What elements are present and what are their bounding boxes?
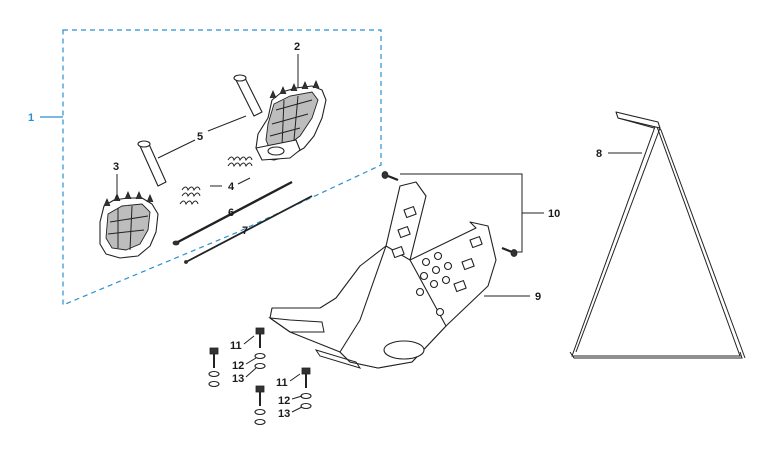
left-footpeg <box>99 190 159 259</box>
callout-12-a: 12 <box>232 360 244 372</box>
callout-11-b: 11 <box>276 377 288 389</box>
callout-2: 2 <box>294 41 300 53</box>
callout-5-leader-upper <box>207 115 247 132</box>
footpeg-assembly-box <box>62 29 382 306</box>
bolt-set-lower <box>254 367 312 426</box>
skid-plate <box>268 181 497 369</box>
callout-13-b-leader <box>291 406 303 413</box>
callout-3: 3 <box>113 161 119 173</box>
callout-4: 4 <box>228 181 235 193</box>
callout-4-leader-right <box>237 177 251 185</box>
screw-lower <box>501 246 518 257</box>
spring-lower <box>179 186 201 206</box>
right-footpeg <box>255 79 327 161</box>
callout-12-b: 12 <box>278 395 290 407</box>
callout-7: 7 <box>242 225 248 237</box>
callout-5: 5 <box>197 131 203 143</box>
cotter-rod <box>184 195 313 264</box>
callout-9: 9 <box>535 291 541 303</box>
callout-11-a-leader <box>243 335 255 345</box>
spring-rod <box>172 180 293 246</box>
callout-13-a: 13 <box>232 373 244 385</box>
screw-upper <box>381 171 399 182</box>
callout-6: 6 <box>228 207 234 219</box>
callout-12-a-leader <box>245 357 257 365</box>
callout-8: 8 <box>596 148 602 160</box>
callout-11-b-leader <box>289 373 301 382</box>
callout-10: 10 <box>548 208 560 220</box>
callout-13-a-leader <box>245 367 257 378</box>
callout-1: 1 <box>28 112 34 124</box>
callout-10-bracket <box>400 173 544 253</box>
clevis-pin-upper <box>233 74 263 117</box>
spring-upper <box>227 156 253 168</box>
callout-12-b-leader <box>291 395 303 400</box>
callout-11-a: 11 <box>230 340 242 352</box>
clevis-pin-lower <box>137 140 167 187</box>
triangle-stand <box>569 111 746 359</box>
callout-5-leader-lower <box>157 139 196 159</box>
bolt-set-upper <box>208 327 266 388</box>
callout-13-b: 13 <box>278 408 290 420</box>
